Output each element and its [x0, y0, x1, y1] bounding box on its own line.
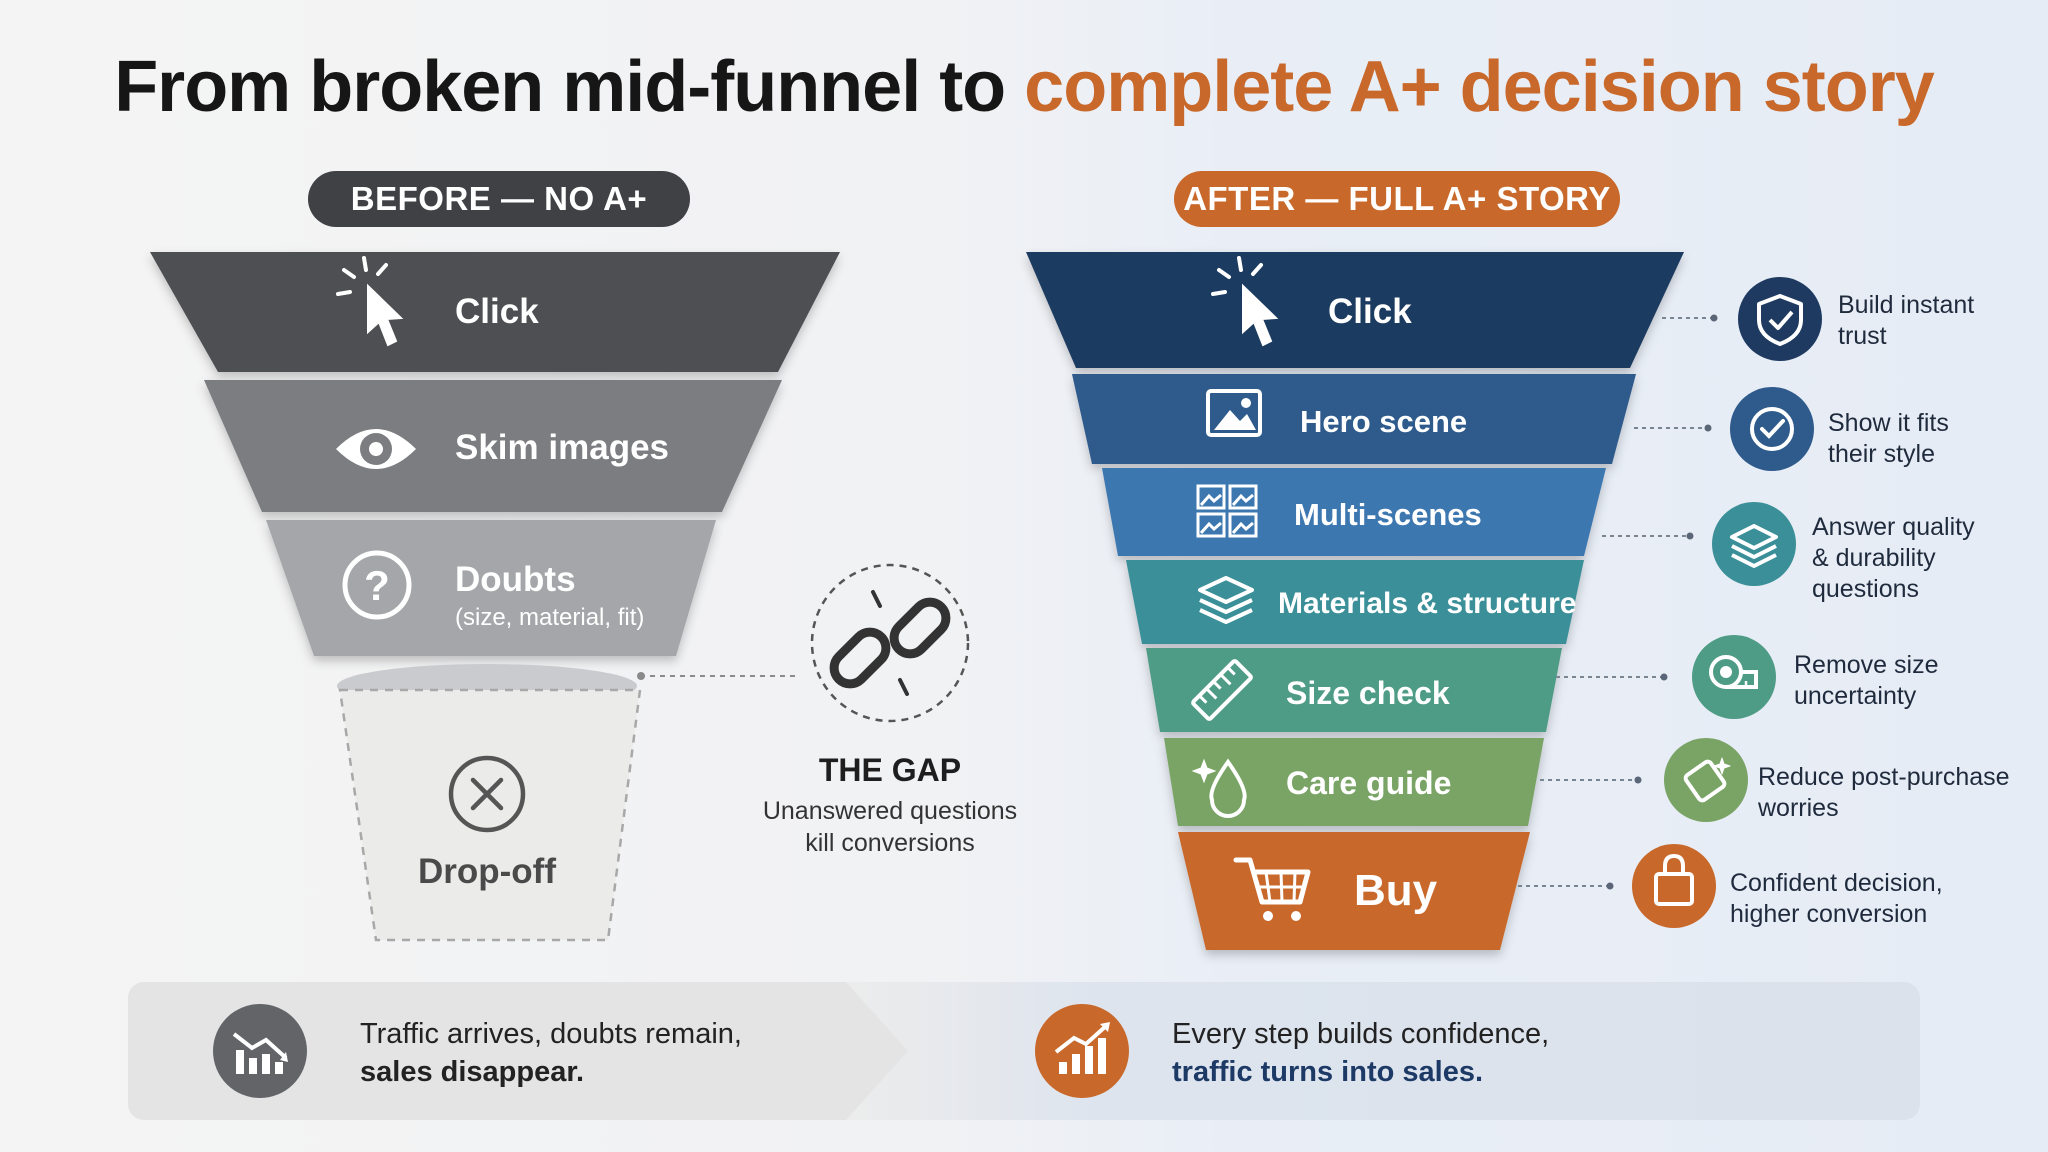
- before-stage-doubts-sublabel: (size, material, fit): [455, 604, 645, 631]
- image-icon: [1206, 389, 1262, 437]
- benefit-style-line1: Show it fits: [1828, 409, 1949, 437]
- banner-left-text: Traffic arrives, doubts remain, sales di…: [360, 1015, 742, 1091]
- shield-check-icon: [1757, 294, 1803, 346]
- banner-left-line2: sales disappear.: [360, 1053, 742, 1091]
- benefit-style: Show it fits their style: [1828, 408, 1949, 470]
- banner-graphics: [128, 982, 1129, 1120]
- after-stage-materials-shape: [1126, 560, 1584, 644]
- gap-title: THE GAP: [818, 752, 962, 788]
- after-stage-care-label: Care guide: [1286, 765, 1452, 801]
- layers-icon: [1198, 576, 1254, 624]
- benefit-care-line2: worries: [1758, 794, 1839, 822]
- benefit-quality-line2: & durability: [1812, 544, 1936, 572]
- benefit-quality-line3: questions: [1812, 575, 1920, 603]
- banner-left-line1: Traffic arrives, doubts remain,: [360, 1018, 742, 1050]
- title-part1: From broken mid-funnel to: [114, 47, 1025, 127]
- benefit-trust: Build instant trust: [1838, 290, 1974, 352]
- benefit-circle-conversion: [1632, 844, 1716, 928]
- benefit-quality: Answer quality & durability questions: [1812, 512, 1975, 605]
- banner-right-text: Every step builds confidence, traffic tu…: [1172, 1015, 1549, 1091]
- benefit-quality-line1: Answer quality: [1812, 513, 1975, 541]
- after-stage-multi-shape: [1102, 468, 1606, 556]
- before-stage-skim-shape: [204, 380, 782, 512]
- banner-left-chevron: [128, 982, 908, 1120]
- after-stage-multi-label: Multi-scenes: [1294, 497, 1482, 532]
- benefit-conversion-line1: Confident decision,: [1730, 869, 1943, 897]
- benefit-conversion: Confident decision, higher conversion: [1730, 868, 1943, 930]
- banner-right-line2: traffic turns into sales.: [1172, 1053, 1549, 1091]
- cursor-click-icon: [1211, 256, 1279, 347]
- before-stage-click-label: Click: [455, 292, 539, 331]
- svg-text:?: ?: [364, 562, 390, 609]
- banner-right-emphasis: traffic turns into sales.: [1172, 1056, 1484, 1088]
- after-stage-size-shape: [1146, 648, 1562, 732]
- after-stage-size-label: Size check: [1286, 675, 1450, 711]
- check-circle-icon: [1750, 407, 1794, 451]
- before-stage-dropoff-shape: [338, 688, 642, 942]
- benefit-care: Reduce post-purchase worries: [1758, 762, 2010, 824]
- benefit-trust-line1: Build instant: [1838, 291, 1975, 319]
- benefit-circle-quality: [1712, 502, 1796, 586]
- after-stage-care-shape: [1164, 738, 1544, 826]
- after-stage-click-label: Click: [1328, 292, 1412, 331]
- shopping-bag-icon: [1654, 854, 1694, 906]
- x-circle-icon: [448, 755, 526, 833]
- cursor-click-icon: [336, 256, 404, 347]
- after-stage-materials-label: Materials & structure: [1278, 587, 1577, 620]
- ruler-icon: [1191, 659, 1253, 721]
- benefit-circle-style: [1730, 387, 1814, 471]
- gap-line2: kill conversions: [805, 829, 975, 857]
- summary-banner: Traffic arrives, doubts remain, sales di…: [128, 982, 1920, 1120]
- gap-subtitle: Unanswered questions kill conversions: [740, 795, 1040, 859]
- eye-icon: [336, 429, 416, 469]
- benefit-care-line1: Reduce post-purchase: [1758, 763, 2010, 791]
- benefit-circle-trust: [1738, 277, 1822, 361]
- before-stage-click-shape: [150, 252, 840, 372]
- tape-measure-icon: [1709, 655, 1758, 689]
- care-tag-icon: [1683, 757, 1731, 803]
- benefit-size-line1: Remove size: [1794, 651, 1939, 679]
- after-stage-click-shape: [1026, 252, 1684, 368]
- benefit-style-line2: their style: [1828, 440, 1935, 468]
- droplet-sparkle-icon: [1191, 758, 1247, 818]
- benefit-conversion-line2: higher conversion: [1730, 900, 1928, 928]
- chart-down-icon: [232, 1032, 288, 1074]
- benefit-circle-size: [1692, 635, 1776, 719]
- layers-icon: [1730, 524, 1778, 568]
- banner-right-icon-circle: [1035, 1004, 1129, 1098]
- banner-right-line1: Every step builds confidence,: [1172, 1018, 1550, 1050]
- chart-up-icon: [1054, 1022, 1110, 1074]
- before-stage-skim-label: Skim images: [455, 428, 669, 467]
- after-stage-hero-shape: [1072, 374, 1636, 464]
- benefit-size-line2: uncertainty: [1794, 682, 1917, 710]
- benefit-connector-dots: [1606, 314, 1718, 890]
- before-pill: BEFORE — NO A+: [308, 171, 690, 227]
- after-stage-hero-label: Hero scene: [1300, 404, 1468, 439]
- gap-line1: Unanswered questions: [762, 797, 1018, 825]
- benefit-circle-care: [1664, 738, 1748, 822]
- page-title: From broken mid-funnel to complete A+ de…: [0, 46, 2048, 128]
- broken-link-icon: [810, 563, 970, 723]
- before-stage-dropoff-label: Drop-off: [417, 852, 556, 891]
- title-part2: complete A+ decision story: [1024, 47, 1935, 127]
- banner-left-emphasis: sales disappear.: [360, 1056, 585, 1088]
- benefit-connectors: [1518, 317, 1714, 887]
- benefit-trust-line2: trust: [1838, 322, 1887, 350]
- after-stage-buy-label: Buy: [1354, 866, 1438, 915]
- gap-connector-dot: [637, 672, 645, 680]
- benefit-size: Remove size uncertainty: [1794, 650, 1939, 712]
- before-stage-doubts-label: Doubts: [455, 560, 576, 599]
- cart-icon: [1233, 857, 1311, 921]
- image-grid-icon: [1196, 484, 1258, 538]
- question-icon: ?: [342, 550, 412, 620]
- banner-left-icon-circle: [213, 1004, 307, 1098]
- after-pill: AFTER — FULL A+ STORY: [1174, 171, 1620, 227]
